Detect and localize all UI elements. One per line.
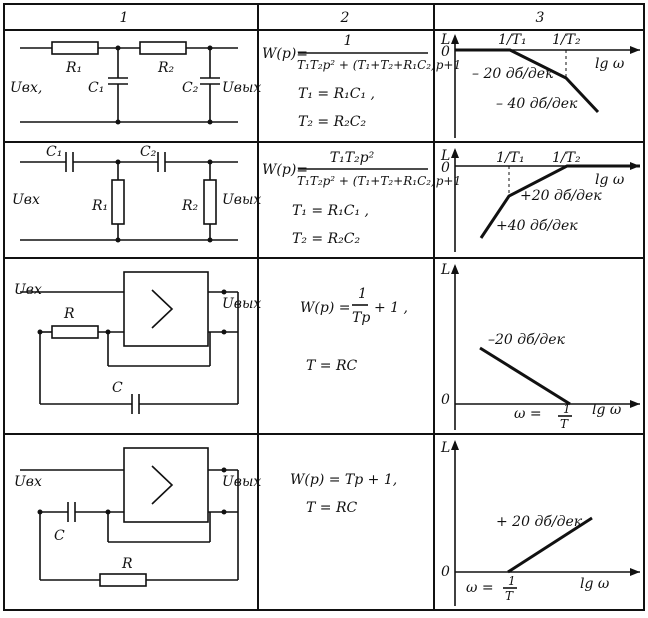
break-1-label: 1/T₁ [496,150,525,166]
axis-lgw-label: lg ω [592,402,622,418]
formula-numerator: 1 [344,33,353,49]
header-col-1: 1 [120,10,129,26]
omega-label: ω = [466,580,494,596]
label-uin: Uвх [12,192,40,208]
header-col-3: 3 [536,10,545,26]
axis-lgw-label: lg ω [595,56,625,72]
amplifier-symbol [151,289,174,329]
row-3-circuit: Uвх R C Uвых [14,271,261,414]
formula-w: W(p) = Tp + 1, [290,472,397,488]
response-curve [507,516,593,574]
slope-label: –20 дб/дек [488,332,566,348]
axis-lgw-label: lg ω [595,172,625,188]
label-uout: Uвых [222,296,261,312]
row-1-circuit: R₁ R₂ C₁ C₂ Uвх, Uвых [10,41,261,125]
label-r: R [121,556,133,572]
axis-zero-label: 0 [441,392,450,408]
label-r1: R₁ [65,60,82,76]
row-4-bode: L 0 lg ω + 20 дб/дек ω = 1 T [440,440,640,606]
formula-t2: T₂ = R₂C₂ [292,231,360,247]
omega-num: 1 [508,574,516,588]
header-col-2: 2 [340,10,350,26]
response-curve [479,346,571,406]
formula-t: T = RC [306,500,358,516]
axis-l-label: L [440,148,450,164]
resistor-r1 [51,41,99,55]
formula-w-label: W(p) = [300,300,350,316]
axis-zero-label: 0 [441,44,450,60]
label-uout: Uвых [222,474,261,490]
label-uout: Uвых [222,80,261,96]
row-2-bode: L 0 lg ω 1/T₁ 1/T₂ +20 дб/дек +40 дб/дек [440,148,640,252]
row-1-bode: L 0 lg ω 1/T₁ 1/T₂ – 20 дб/дек – 40 дб/д… [440,32,640,138]
axis-zero-label: 0 [441,564,450,580]
amplifier-block [123,447,209,523]
axis-zero-label: 0 [441,160,450,176]
formula-t2: T₂ = R₂C₂ [298,114,366,130]
axis-l-label: L [440,32,450,48]
response-curve [479,164,640,239]
formula-suffix: + 1 , [374,300,408,316]
formula-t1: T₁ = R₁C₁ , [298,86,375,102]
label-r2: R₂ [157,60,175,76]
label-c2: C₂ [140,144,157,160]
row-4-formula: W(p) = Tp + 1, T = RC [290,472,397,516]
table-grid [3,3,645,611]
axis-l-label: L [440,440,450,456]
axis-lgw-label: lg ω [580,576,610,592]
label-c: C [112,380,123,396]
formula-t: T = RC [306,358,358,374]
slope-2-label: – 40 дб/дек [496,96,578,112]
row-2-circuit: C₁ C₂ R₁ R₂ Uвх Uвых [12,144,261,243]
slope-2-label: +40 дб/дек [496,218,578,234]
formula-numerator: T₁T₂p² [330,150,375,166]
omega-label: ω = [514,406,542,422]
row-3-formula: W(p) = 1 Tp + 1 , T = RC [300,286,408,374]
omega-den: T [505,589,514,603]
label-uin: Uвх [14,282,42,298]
label-r: R [63,306,75,322]
row-3-bode: L 0 lg ω –20 дб/дек ω = 1 T [440,262,640,431]
label-r2: R₂ [181,198,199,214]
slope-label: + 20 дб/дек [496,514,583,530]
omega-num: 1 [563,402,571,416]
slope-1-label: +20 дб/дек [520,188,602,204]
row-1-formula: W(p)= 1 T₁T₂p² + (T₁+T₂+R₁C₂)p+1 T₁ = R₁… [262,33,461,130]
break-1-label: 1/T₁ [498,32,527,48]
resistor-r [51,325,99,339]
table-border [3,3,645,611]
response-curve [455,48,600,114]
formula-denominator: T₁T₂p² + (T₁+T₂+R₁C₂)p+1 [297,58,461,72]
resistor-r1 [111,179,125,225]
resistor-r2 [203,179,217,225]
label-r1: R₁ [91,198,108,214]
row-4-circuit: Uвх C R Uвых [14,447,261,587]
label-c1: C₁ [46,144,62,160]
formula-w-label: W(p)= [262,162,308,178]
formula-numerator: 1 [358,286,367,302]
omega-den: T [560,417,569,431]
row-2-formula: W(p)= T₁T₂p² T₁T₂p² + (T₁+T₂+R₁C₂)p+1 T₁… [262,150,461,247]
break-2-label: 1/T₂ [552,32,581,48]
label-c2: C₂ [182,80,199,96]
slope-1-label: – 20 дб/дек [472,66,554,82]
label-uout: Uвых [222,192,261,208]
label-c: C [54,528,65,544]
resistor-r [99,573,147,587]
amplifier-block [123,271,209,347]
label-c1: C₁ [88,80,104,96]
resistor-r2 [139,41,187,55]
break-2-label: 1/T₂ [552,150,581,166]
axis-l-label: L [440,262,450,278]
formula-denominator: T₁T₂p² + (T₁+T₂+R₁C₂)p+1 [297,174,461,188]
formula-w-label: W(p)= [262,46,308,62]
label-uin: Uвх [14,474,42,490]
formula-denominator: Tp [352,310,370,326]
label-uin: Uвх, [10,80,42,96]
formula-t1: T₁ = R₁C₁ , [292,203,369,219]
amplifier-symbol [151,465,174,505]
